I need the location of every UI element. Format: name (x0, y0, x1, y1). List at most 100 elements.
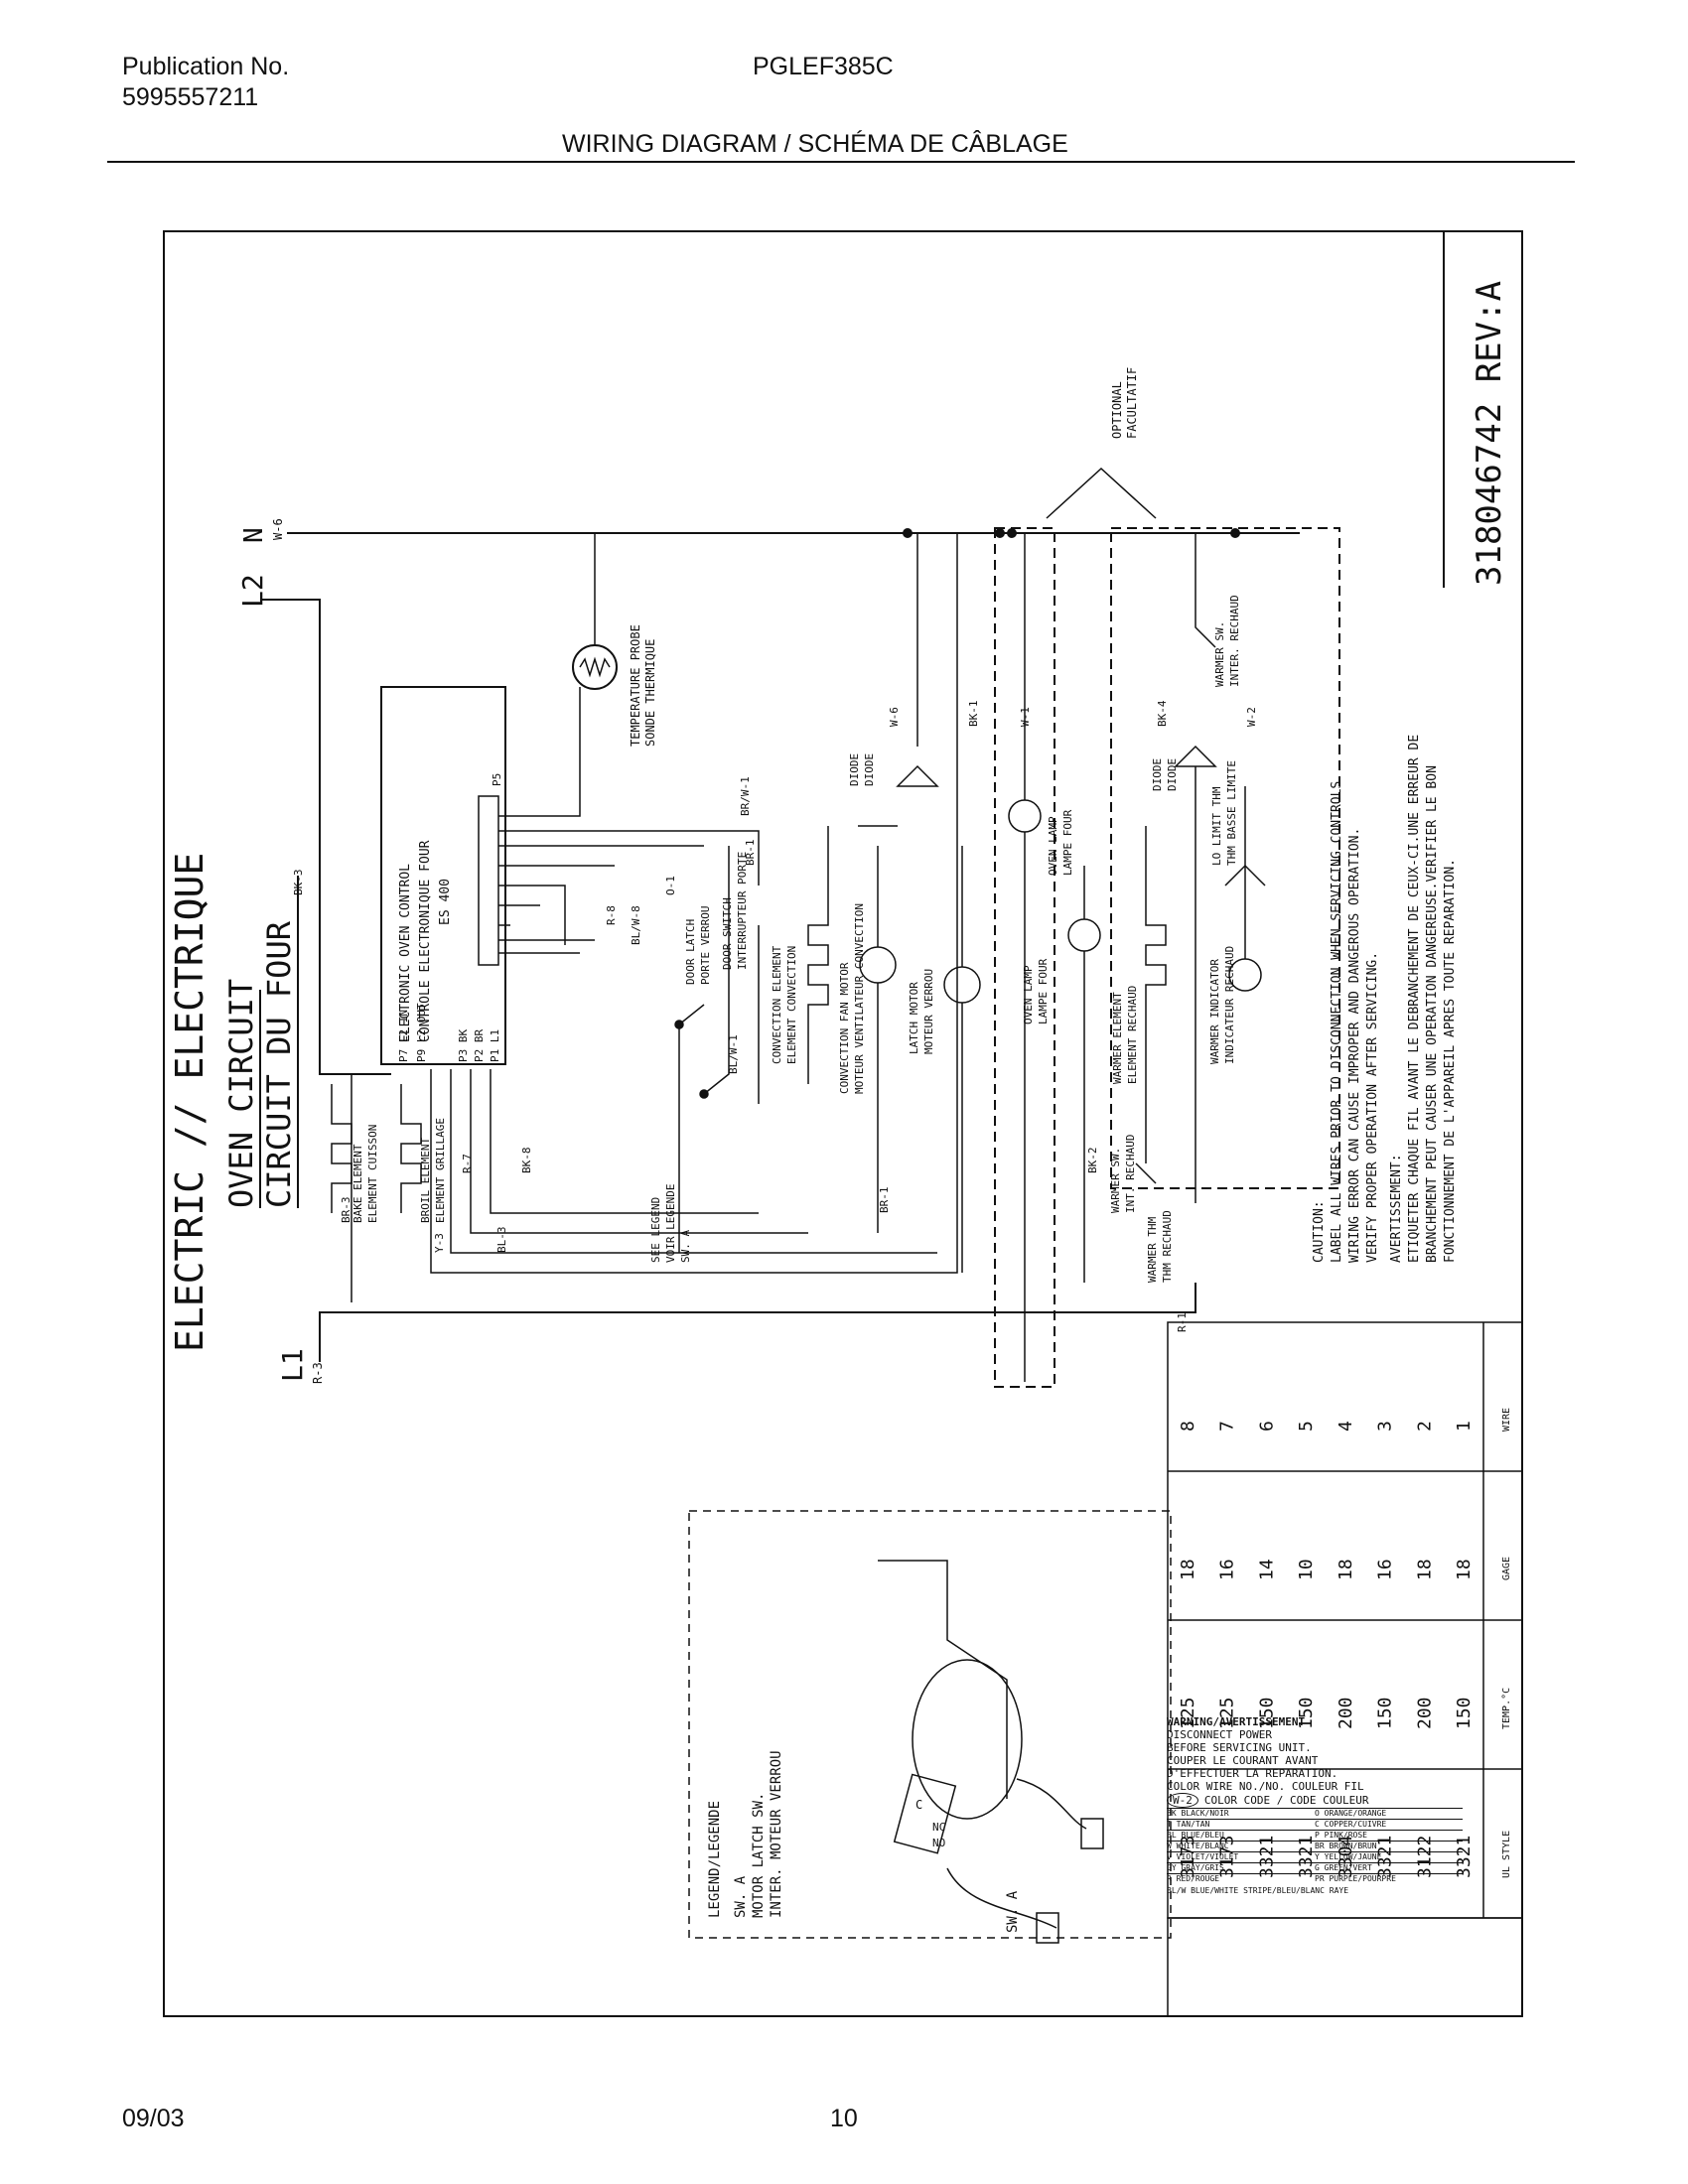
warmer-element-fr: ELEMENT RECHAUD (1126, 986, 1139, 1084)
wire-table-cell: 10 (1296, 1559, 1317, 1580)
control-name-en: ELECTRONIC OVEN CONTROL (398, 864, 413, 1042)
oven-lamps (1008, 533, 1101, 1382)
caution-title: CAUTION: (1312, 1200, 1327, 1263)
wire-label: R-7 (461, 1154, 474, 1173)
warning-line: COUPER LE COURANT AVANT (1167, 1754, 1319, 1767)
legend-switch-nc: NC (932, 1821, 945, 1834)
warmer-circuit (1135, 533, 1266, 1203)
avertissement-title: AVERTISSEMENT: (1389, 1154, 1404, 1263)
diode2-en: DIODE (1151, 758, 1164, 791)
color-code-entry: G GREEN/VERT (1315, 1862, 1463, 1873)
wire-table-cell: 5 (1296, 1421, 1317, 1432)
control-name-fr: CONTROLE ELECTRONIQUE FOUR (418, 840, 433, 1042)
color-code-entry: BR BROWN/BRUN (1315, 1841, 1463, 1851)
legend-title: LEGEND/LEGENDE (707, 1801, 723, 1918)
wire-table-cell: 125 (1217, 1697, 1238, 1729)
caution-line: VERIFY PROPER OPERATION AFTER SERVICING. (1365, 952, 1380, 1263)
warmer-indicator-fr: INDICATEUR RECHAUD (1223, 946, 1236, 1064)
wire-table-cell: 18 (1178, 1559, 1198, 1580)
door-latch-switch (674, 846, 760, 1253)
diagram-border (163, 230, 1523, 2017)
wire-table-cell: 3321 (1296, 1836, 1317, 1878)
see-legend-fr: VOIR LEGENDE (664, 1184, 677, 1263)
wire-label: BK-1 (967, 701, 980, 728)
oven-lamp2-en: OVEN LAMP (1022, 965, 1035, 1024)
convection-group (807, 533, 981, 1273)
color-code-title: COLOR CODE / CODE COULEUR (1203, 1794, 1369, 1807)
wire-table-cell: 150 (1375, 1697, 1396, 1729)
wire-table-cell: 3321 (1375, 1836, 1396, 1878)
wire-label: BK-4 (1156, 700, 1169, 727)
bake-element-en: BAKE ELEMENT (352, 1144, 364, 1223)
caution-block: CAUTION: LABEL ALL WIRES PRIOR TO DISCON… (1312, 735, 1458, 1263)
wire-table-cell: 1 (1454, 1421, 1475, 1432)
wire-table-cell: 18 (1336, 1559, 1356, 1580)
probe-label-en: TEMPERATURE PROBE (629, 624, 642, 747)
door-switch-en: DOOR SWITCH (721, 897, 734, 970)
wire-table-header: TEMP.°C (1501, 1688, 1512, 1729)
wire-label: BR-3 (340, 1197, 352, 1224)
wire-table-cell: 16 (1217, 1559, 1238, 1580)
door-latch-fr: PORTE VERROU (699, 906, 712, 985)
color-code-entry: R RED/ROUGE (1167, 1873, 1315, 1884)
bake-element-fr: ELEMENT CUISSON (366, 1125, 379, 1223)
control-pin-p7: P7 L2 IN (397, 1010, 410, 1062)
subtitle-en: OVEN CIRCUIT (222, 979, 260, 1208)
wire-table-header: GAGE (1501, 1557, 1512, 1580)
optional-boxes (994, 527, 1340, 1388)
warning-line: D'EFFECTUER LA REPARATION. (1167, 1767, 1338, 1780)
control-model: ES 400 (438, 879, 453, 925)
legend-line: SW. A (733, 1875, 749, 1918)
legend-switch-no: NO (932, 1837, 945, 1849)
color-code-entry: V VIOLET/VIOLET (1167, 1851, 1315, 1862)
wire-table-cell: 200 (1336, 1697, 1356, 1729)
color-code-entry: W WHITE/BLANC (1167, 1841, 1315, 1851)
legend-line: INTER. MOTEUR VERROU (769, 1750, 784, 1918)
page-number: 10 (830, 2105, 858, 2132)
color-code-entry: T TAN/TAN (1167, 1819, 1315, 1830)
warning-line: DISCONNECT POWER (1167, 1728, 1272, 1741)
conv-fan-en: CONVECTION FAN MOTOR (838, 962, 851, 1094)
conv-element-en: CONVECTION ELEMENT (771, 945, 783, 1064)
warmer-element-en: WARMER ELEMENT (1111, 992, 1124, 1084)
terminal-l1-wire: R-3 (311, 1362, 325, 1384)
subtitle-fr: CIRCUIT DU FOUR (260, 920, 298, 1208)
bake-broil (331, 1084, 422, 1213)
color-code-entry: GY GRAY/GRIS (1167, 1862, 1315, 1873)
wire-table-cell: 150 (1454, 1697, 1475, 1729)
optional-pointer (1046, 467, 1157, 519)
wire-label: W-6 (888, 707, 901, 727)
oven-lamp1-fr: LAMPE FOUR (1061, 809, 1074, 876)
part-number-box: 318046742 REV:A (1443, 231, 1509, 588)
wire-table-cell: 3 (1375, 1421, 1396, 1432)
control-pin-p3: P3 BK (457, 1029, 470, 1062)
wire-label: R-8 (605, 905, 618, 925)
lo-limit-fr: THM BASSE LIMITE (1225, 760, 1238, 866)
latch-motor-en: LATCH MOTOR (908, 982, 920, 1054)
warmer-sw-top-en: WARMER SW. (1213, 621, 1226, 687)
wire-label: W-1 (1019, 707, 1032, 727)
diode1-fr: DIODE (863, 753, 876, 786)
warning-line: BEFORE SERVICING UNIT. (1167, 1741, 1312, 1754)
avertissement-line: BRANCHEMENT PEUT CAUSER UNE OPERATION DA… (1425, 765, 1440, 1263)
wire-table-header: UL STYLE (1501, 1831, 1512, 1878)
page-title: WIRING DIAGRAM / SCHÉMA DE CÂBLAGE (562, 130, 1068, 158)
diode2-fr: DIODE (1166, 758, 1179, 791)
wire-table-cell: 200 (1414, 1697, 1435, 1729)
warmer-sw-fr: INT. RECHAUD (1124, 1135, 1137, 1213)
wire-table-cell: 125 (1178, 1697, 1198, 1729)
wire-table-cell: 14 (1256, 1559, 1277, 1580)
caution-line: WIRING ERROR CAN CAUSE IMPROPER AND DANG… (1347, 828, 1362, 1263)
warning-block: WARNING/AVERTISSEMENT DISCONNECT POWER B… (1167, 1715, 1463, 1897)
terminal-n-wire: W-6 (271, 518, 285, 540)
wire-label: BK-8 (520, 1148, 533, 1174)
header-rule (107, 161, 1575, 163)
control-pin-p9: P9 L2 OUT (415, 1003, 428, 1062)
wire-table-cell: 3304 (1336, 1836, 1356, 1878)
wire-table-cell: 18 (1414, 1559, 1435, 1580)
wire-table-cell: 7 (1217, 1421, 1238, 1432)
control-wires (351, 533, 958, 1302)
control-pin-p2: P2 BR (473, 1029, 486, 1062)
optional-label-fr: FACULTATIF (1125, 367, 1139, 439)
legend-box: LEGEND/LEGENDE SW. A MOTOR LATCH SW. INT… (688, 1510, 1172, 1944)
